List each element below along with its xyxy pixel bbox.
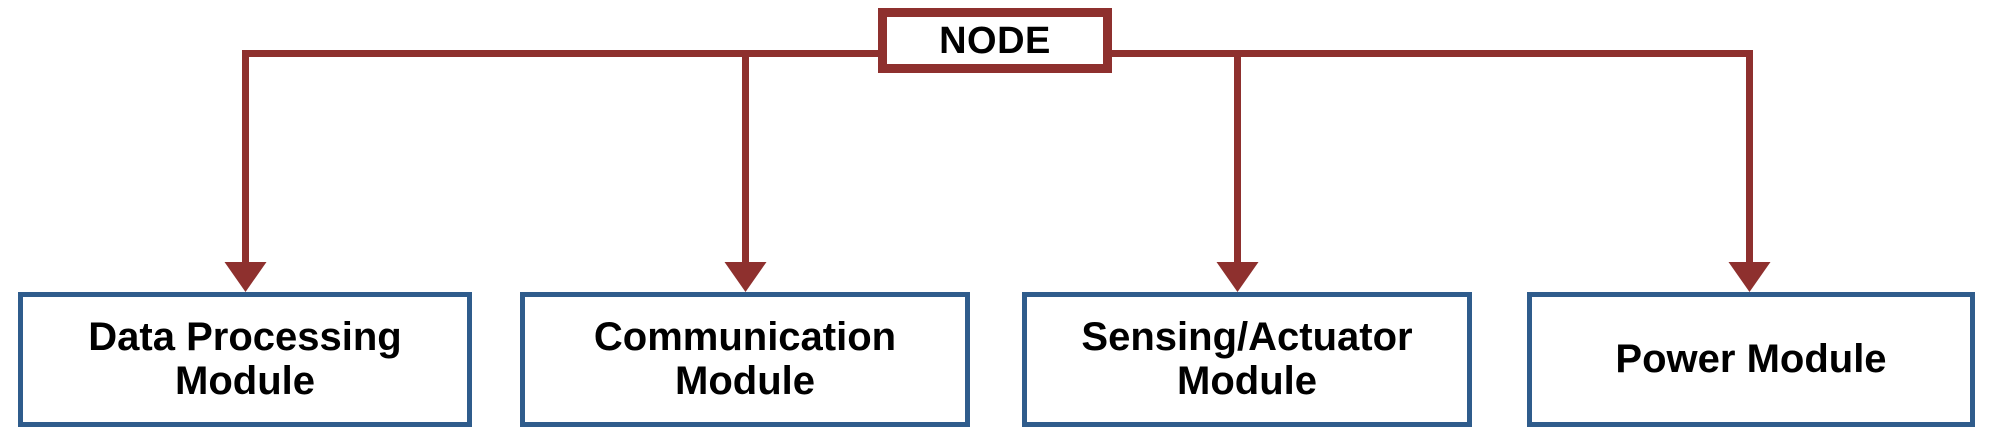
arrowhead-1 [224, 262, 267, 292]
bus-line-left [242, 50, 882, 57]
module-box-sensing-actuator[interactable]: Sensing/Actuator Module [1022, 292, 1472, 427]
module-label-data-processing: Data Processing Module [88, 315, 402, 403]
module-label-power: Power Module [1615, 336, 1887, 381]
arrowhead-3 [1216, 262, 1259, 292]
node-root-label: NODE [939, 19, 1051, 62]
node-root-box[interactable]: NODE [878, 8, 1112, 73]
connector-stem-4 [1746, 50, 1753, 276]
connector-stem-1 [242, 50, 249, 276]
bus-line-right [1108, 50, 1753, 57]
module-box-data-processing[interactable]: Data Processing Module [18, 292, 472, 427]
module-label-sensing-actuator: Sensing/Actuator Module [1081, 315, 1413, 403]
connector-stem-3 [1234, 50, 1241, 276]
module-label-communication: Communication Module [593, 315, 897, 403]
module-box-communication[interactable]: Communication Module [520, 292, 970, 427]
module-box-power[interactable]: Power Module [1527, 292, 1975, 427]
connector-stem-2 [742, 50, 749, 276]
arrowhead-4 [1728, 262, 1771, 292]
arrowhead-2 [724, 262, 767, 292]
